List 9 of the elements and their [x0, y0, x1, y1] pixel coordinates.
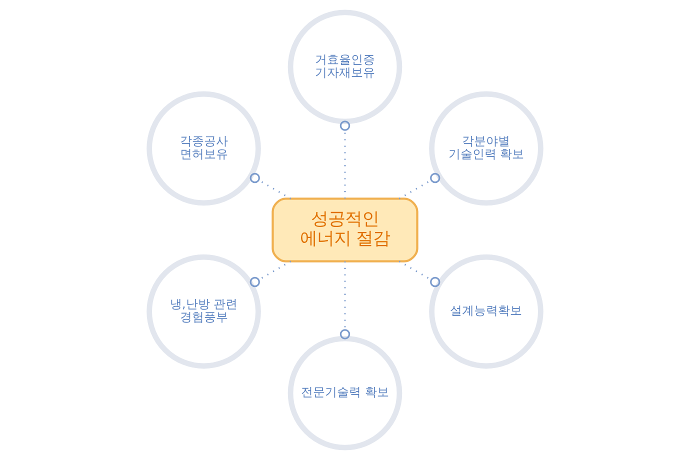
- node-circle: 전문기술력 확보: [288, 336, 402, 450]
- connector: [250, 260, 292, 288]
- connector: [398, 260, 440, 288]
- node-circle: 거효율인증 기자재보유: [288, 10, 402, 124]
- connector: [340, 261, 350, 340]
- connector: [398, 172, 440, 200]
- connector: [250, 172, 292, 200]
- node-box: 성공적인 에너지 절감: [272, 198, 418, 262]
- connector: [340, 120, 350, 199]
